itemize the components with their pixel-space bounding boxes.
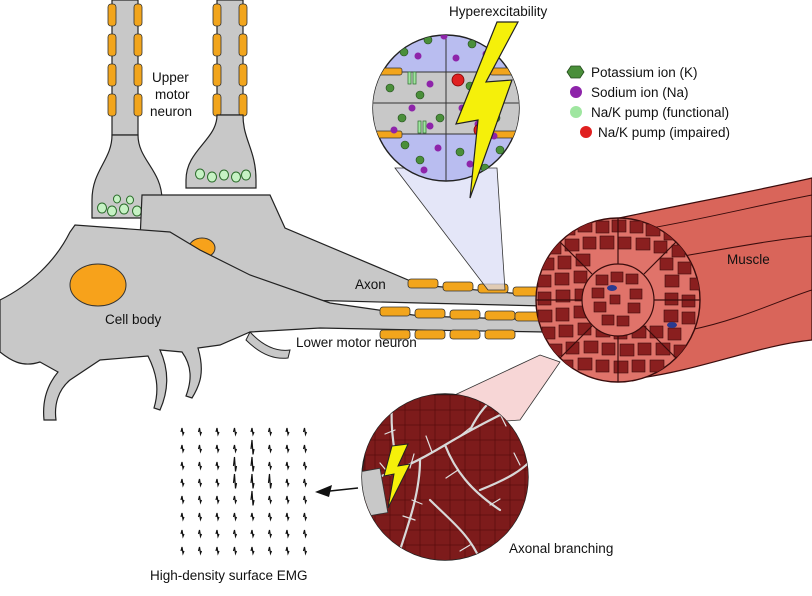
emg-trace [232,473,238,489]
axon-myelin [379,278,544,340]
emg-trace [250,427,255,437]
legend-label-sodium: Sodium ion (Na) [591,85,689,100]
emg-trace [232,546,238,556]
emg-trace [250,512,255,522]
pump-impaired-icon [580,126,592,138]
emg-trace [285,427,290,437]
emg-trace [267,529,273,539]
emg-trace [232,444,238,454]
emg-trace [197,461,203,471]
emg-trace [267,461,273,471]
emg-trace [285,529,290,539]
label-upper-motor-neuron-2: motor [155,87,190,102]
emg-trace [215,444,220,454]
label-upper-motor-neuron-3: neuron [150,104,192,119]
emg-trace [232,512,238,522]
emg-trace [180,461,185,471]
emg-trace [302,427,308,437]
emg-trace [302,444,308,454]
emg-grid [180,427,308,556]
emg-trace [197,512,203,522]
emg-trace [302,529,308,539]
emg-trace [285,512,290,522]
label-lower-motor-neuron: Lower motor neuron [296,335,417,350]
emg-trace [285,478,290,488]
label-cell-body: Cell body [105,312,162,327]
emg-trace [215,512,220,522]
emg-trace [180,512,185,522]
legend-item-pump-functional: Na/K pump (functional) [570,105,729,120]
legend-item-sodium: Sodium ion (Na) [570,85,689,100]
legend-item-pump-impaired: Na/K pump (impaired) [580,125,730,140]
emg-trace [197,444,203,454]
label-muscle: Muscle [727,252,770,267]
emg-trace [215,495,220,505]
emg-trace [267,444,273,454]
emg-trace [250,456,255,472]
emg-trace [250,546,255,556]
emg-trace [267,473,273,489]
legend-label-potassium: Potassium ion (K) [591,65,698,80]
label-axonal-branching: Axonal branching [509,541,613,556]
potassium-hexagon-icon [566,65,585,79]
lightning-icon [455,21,519,199]
emg-trace [197,529,203,539]
emg-trace [302,495,308,505]
emg-trace [267,546,273,556]
emg-trace [232,495,238,505]
label-hd-emg: High-density surface EMG [150,568,308,583]
emg-trace [302,512,308,522]
emg-trace [285,546,290,556]
emg-trace [250,490,255,506]
sodium-circle-icon [570,86,582,98]
emg-trace [197,546,203,556]
emg-trace [232,427,238,437]
emg-trace [180,427,185,437]
label-upper-motor-neuron-1: Upper [152,70,189,85]
emg-trace [215,529,220,539]
emg-trace [285,444,290,454]
top-inset-cone [394,167,506,291]
emg-trace [180,478,185,488]
emg-trace [232,529,238,539]
emg-trace [302,461,308,471]
emg-trace [267,427,273,437]
legend: Potassium ion (K) Sodium ion (Na) Na/K p… [566,65,730,140]
emg-trace [180,444,185,454]
emg-trace [232,456,238,472]
label-axon: Axon [355,277,386,292]
legend-label-pump-impaired: Na/K pump (impaired) [598,125,730,140]
emg-trace [197,495,203,505]
emg-trace [250,439,255,455]
emg-trace [197,427,203,437]
emg-trace [267,495,273,505]
emg-trace [285,461,290,471]
label-hyperexcitability: Hyperexcitability [449,4,548,19]
emg-trace [215,546,220,556]
legend-label-pump-functional: Na/K pump (functional) [591,105,729,120]
emg-arrow [315,485,359,497]
emg-trace [180,529,185,539]
upper-motor-neuron [91,0,257,219]
axonal-branching-inset [361,393,529,561]
emg-trace [197,478,203,488]
muscle [535,177,812,383]
emg-trace [180,495,185,505]
emg-trace [302,478,308,488]
emg-trace [302,546,308,556]
emg-trace [250,473,255,489]
emg-trace [215,427,220,437]
emg-trace [215,478,220,488]
legend-item-potassium: Potassium ion (K) [566,65,698,80]
emg-trace [285,495,290,505]
emg-trace [267,512,273,522]
emg-trace [215,461,220,471]
pump-functional-icon [570,106,582,118]
emg-trace [250,529,255,539]
lower-motor-neuron-front [0,224,546,421]
emg-trace [180,546,185,556]
